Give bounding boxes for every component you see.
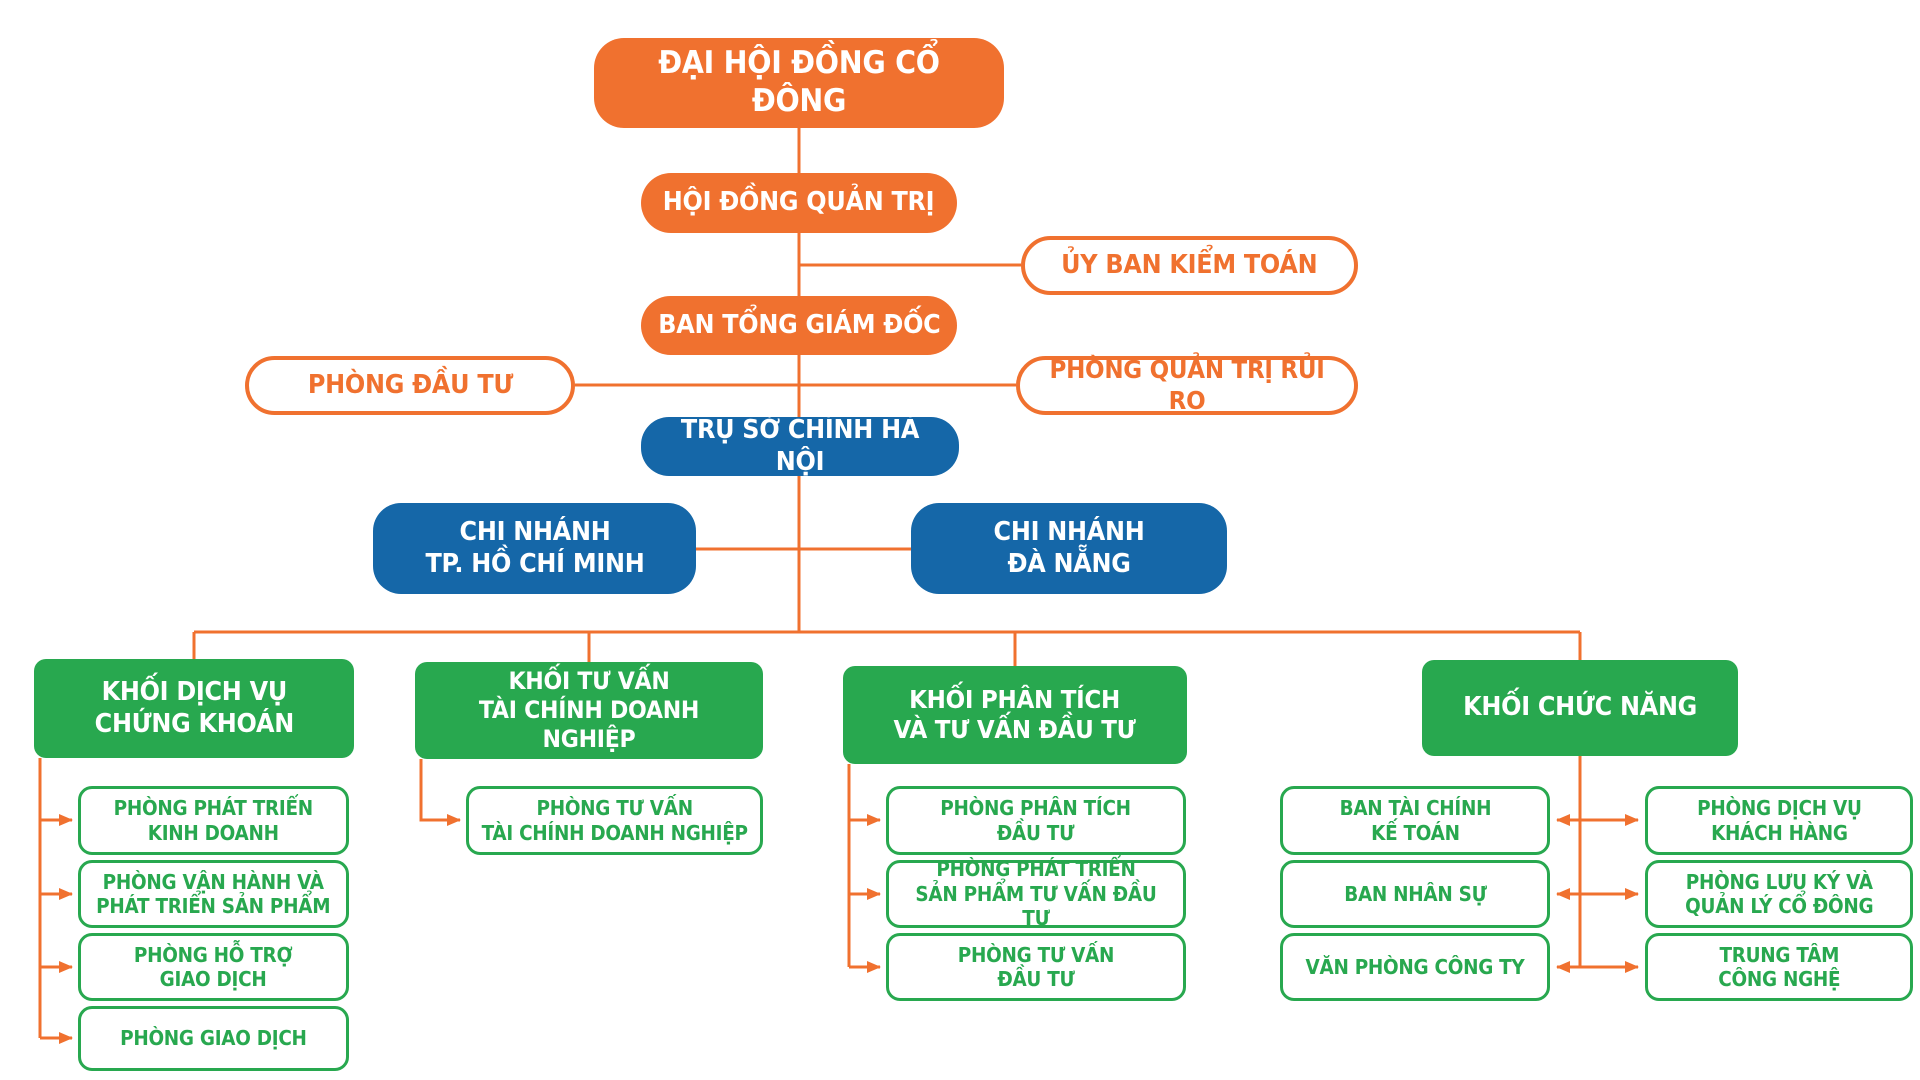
department-box: PHÒNG PHÂN TÍCH ĐẦU TƯ bbox=[886, 786, 1186, 855]
department-box: TRUNG TÂM CÔNG NGHỆ bbox=[1645, 933, 1913, 1001]
risk-management-box: PHÒNG QUẢN TRỊ RỦI RO bbox=[1016, 355, 1358, 415]
board-of-directors-label: HỘI ĐỒNG QUẢN TRỊ bbox=[663, 187, 935, 218]
department-label: PHÒNG PHÂN TÍCH ĐẦU TƯ bbox=[940, 796, 1132, 845]
department-box: PHÒNG PHÁT TRIỂN SẢN PHẨM TƯ VẤN ĐẦU TƯ bbox=[886, 857, 1186, 931]
department-box: PHÒNG TƯ VẤN TÀI CHÍNH DOANH NGHIỆP bbox=[466, 786, 763, 855]
department-label: VĂN PHÒNG CÔNG TY bbox=[1305, 954, 1525, 979]
department-box: PHÒNG GIAO DỊCH bbox=[78, 1006, 349, 1071]
securities-services-division-label: KHỐI DỊCH VỤ CHỨNG KHOÁN bbox=[94, 676, 294, 739]
danang-branch-label: CHI NHÁNH ĐÀ NẴNG bbox=[993, 516, 1145, 579]
corporate-finance-division-label: KHỐI TƯ VẤN TÀI CHÍNH DOANH NGHIỆP bbox=[478, 666, 700, 754]
shareholders-meeting-label: ĐẠI HỘI ĐỒNG CỔ ĐÔNG bbox=[658, 45, 940, 119]
department-label: BAN NHÂN SỰ bbox=[1343, 881, 1487, 906]
department-label: PHÒNG TƯ VẤN TÀI CHÍNH DOANH NGHIỆP bbox=[481, 796, 748, 845]
securities-services-division-box: KHỐI DỊCH VỤ CHỨNG KHOÁN bbox=[34, 659, 354, 758]
investment-department-box: PHÒNG ĐẦU TƯ bbox=[245, 356, 575, 415]
department-box: PHÒNG DỊCH VỤ KHÁCH HÀNG bbox=[1645, 786, 1913, 855]
department-box: PHÒNG VẬN HÀNH VÀ PHÁT TRIỂN SẢN PHẨM bbox=[78, 860, 349, 928]
functional-division-box: KHỐI CHỨC NĂNG bbox=[1422, 660, 1738, 756]
department-box: BAN TÀI CHÍNH KẾ TOÁN bbox=[1280, 786, 1550, 855]
audit-committee-label: ỦY BAN KIỂM TOÁN bbox=[1061, 249, 1318, 280]
executive-board-label: BAN TỔNG GIÁM ĐỐC bbox=[657, 309, 941, 340]
department-label: PHÒNG VẬN HÀNH VÀ PHÁT TRIỂN SẢN PHẨM bbox=[96, 869, 331, 918]
department-label: PHÒNG GIAO DỊCH bbox=[120, 1026, 307, 1051]
investment-department-label: PHÒNG ĐẦU TƯ bbox=[307, 369, 513, 400]
hcmc-branch-label: CHI NHÁNH TP. HỒ CHÍ MINH bbox=[425, 516, 644, 579]
analysis-advisory-division-box: KHỐI PHÂN TÍCH VÀ TƯ VẤN ĐẦU TƯ bbox=[843, 666, 1187, 764]
department-label: PHÒNG DỊCH VỤ KHÁCH HÀNG bbox=[1696, 796, 1862, 845]
department-label: TRUNG TÂM CÔNG NGHỆ bbox=[1717, 942, 1841, 991]
danang-branch-box: CHI NHÁNH ĐÀ NẴNG bbox=[911, 503, 1227, 594]
department-label: PHÒNG TƯ VẤN ĐẦU TƯ bbox=[957, 942, 1115, 991]
department-label: PHÒNG PHÁT TRIỂN KINH DOANH bbox=[113, 796, 314, 845]
department-box: VĂN PHÒNG CÔNG TY bbox=[1280, 933, 1550, 1001]
analysis-advisory-division-label: KHỐI PHÂN TÍCH VÀ TƯ VẤN ĐẦU TƯ bbox=[893, 684, 1137, 745]
corporate-finance-division-box: KHỐI TƯ VẤN TÀI CHÍNH DOANH NGHIỆP bbox=[415, 662, 763, 759]
audit-committee-box: ỦY BAN KIỂM TOÁN bbox=[1021, 236, 1358, 295]
department-label: PHÒNG LƯU KÝ VÀ QUẢN LÝ CỔ ĐÔNG bbox=[1684, 869, 1874, 918]
department-box: PHÒNG HỖ TRỢ GIAO DỊCH bbox=[78, 933, 349, 1001]
risk-management-label: PHÒNG QUẢN TRỊ RỦI RO bbox=[1049, 355, 1325, 415]
department-box: PHÒNG LƯU KÝ VÀ QUẢN LÝ CỔ ĐÔNG bbox=[1645, 860, 1913, 928]
department-label: PHÒNG PHÁT TRIỂN SẢN PHẨM TƯ VẤN ĐẦU TƯ bbox=[915, 857, 1157, 931]
arrow-div2-dept1 bbox=[419, 759, 461, 826]
hanoi-headquarters-label: TRỤ SỞ CHÍNH HÀ NỘI bbox=[680, 414, 920, 477]
hanoi-headquarters-box: TRỤ SỞ CHÍNH HÀ NỘI bbox=[641, 414, 959, 477]
department-label: BAN TÀI CHÍNH KẾ TOÁN bbox=[1339, 796, 1491, 845]
department-box: BAN NHÂN SỰ bbox=[1280, 860, 1550, 928]
executive-board-box: BAN TỔNG GIÁM ĐỐC bbox=[641, 296, 957, 355]
shareholders-meeting-box: ĐẠI HỘI ĐỒNG CỔ ĐÔNG bbox=[594, 38, 1004, 128]
board-of-directors-box: HỘI ĐỒNG QUẢN TRỊ bbox=[641, 173, 957, 233]
department-box: PHÒNG TƯ VẤN ĐẦU TƯ bbox=[886, 933, 1186, 1001]
department-box: PHÒNG PHÁT TRIỂN KINH DOANH bbox=[78, 786, 349, 855]
functional-division-label: KHỐI CHỨC NĂNG bbox=[1463, 692, 1697, 723]
hcmc-branch-box: CHI NHÁNH TP. HỒ CHÍ MINH bbox=[373, 503, 696, 594]
department-label: PHÒNG HỖ TRỢ GIAO DỊCH bbox=[134, 942, 293, 991]
